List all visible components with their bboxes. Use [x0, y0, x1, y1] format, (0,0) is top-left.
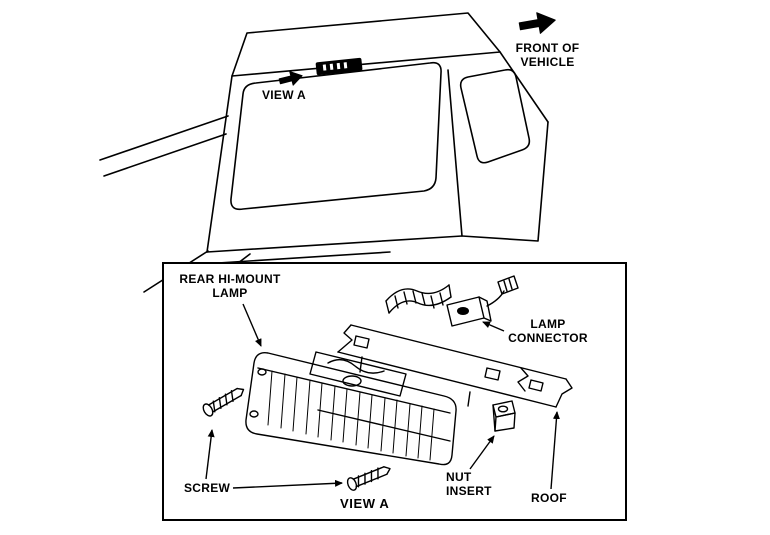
cab-lower-line	[217, 251, 391, 264]
leader-nut-insert	[469, 435, 495, 470]
nut-insert-drawing	[492, 400, 516, 432]
rear-window	[230, 61, 442, 211]
bed-rail-upper	[99, 115, 229, 161]
nut-insert-label: NUT INSERT	[446, 470, 492, 499]
leader-screw-2	[232, 479, 343, 489]
bed-rail-lower	[103, 133, 227, 177]
detail-view-frame	[162, 262, 627, 521]
side-window	[459, 68, 531, 164]
view-a-caption: VIEW A	[340, 496, 390, 511]
rear-hi-mount-lamp-label: REAR HI-MOUNT LAMP	[179, 272, 281, 301]
vehicle-cab-drawing	[99, 12, 549, 299]
front-of-vehicle-label: FRONT OF VEHICLE	[515, 41, 580, 70]
leader-roof	[550, 411, 560, 490]
screw-2-drawing	[346, 466, 391, 491]
lamp-connector-label: LAMP CONNECTOR	[508, 317, 588, 346]
right-rear-pillar	[447, 69, 463, 237]
lamp-connector-drawing	[446, 275, 519, 327]
leader-rear-hi-mount-lamp	[242, 303, 262, 347]
wire-harness-drawing	[385, 284, 452, 314]
hi-mount-lamp-marker	[315, 57, 363, 76]
rear-hi-mount-lamp-drawing	[245, 351, 457, 466]
lens-ribs	[267, 370, 435, 461]
cab-bottom-edge	[206, 235, 463, 253]
leader-lamp-connector	[482, 321, 505, 332]
screw-1-drawing	[202, 387, 245, 417]
exploded-view-drawing	[202, 275, 573, 491]
roof-panel-drawing	[337, 324, 573, 408]
a-pillar	[499, 51, 549, 123]
leader-screw-1	[205, 429, 215, 480]
front-of-vehicle-arrow-icon	[518, 12, 556, 34]
screw-label: SCREW	[184, 481, 231, 495]
view-a-callout-label: VIEW A	[261, 88, 307, 102]
front-door-edge	[461, 121, 549, 242]
roof-label: ROOF	[531, 491, 567, 505]
cab-left-edge	[206, 75, 233, 253]
view-a-arrow-icon	[278, 71, 303, 86]
cab-roof	[231, 12, 501, 77]
leader-arrows	[205, 303, 560, 490]
